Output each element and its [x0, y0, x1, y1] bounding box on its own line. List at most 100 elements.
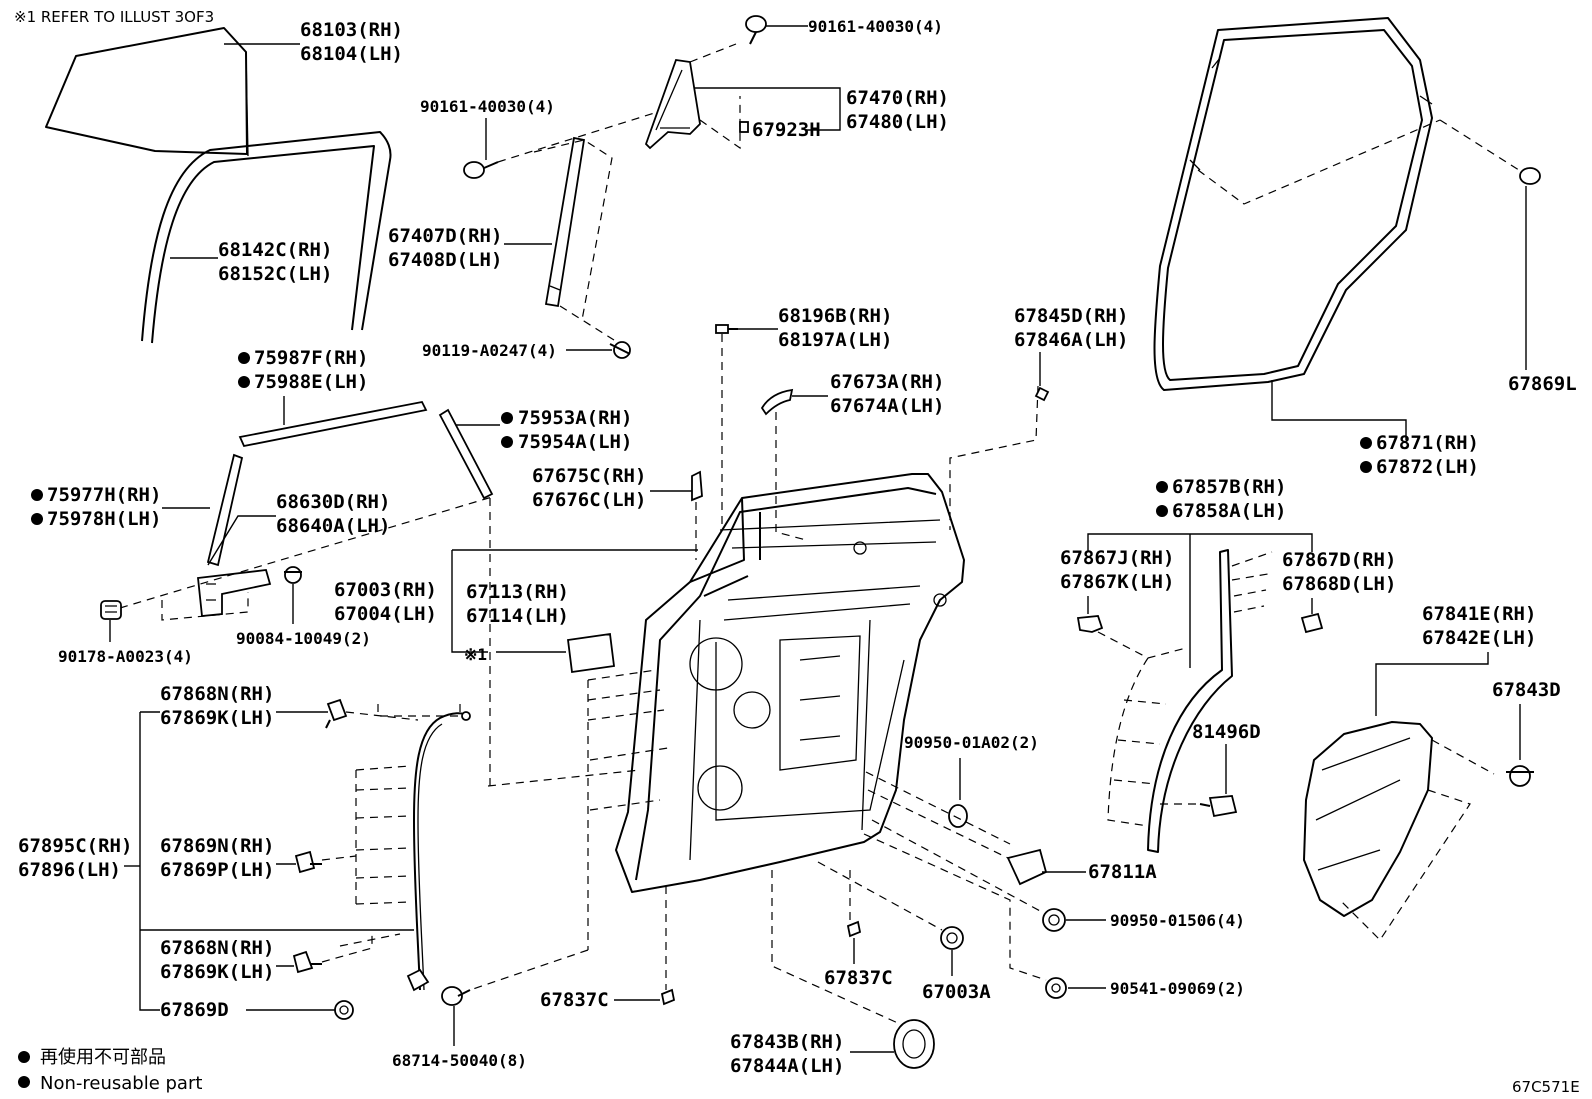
- clip-67869L: [1519, 167, 1541, 185]
- pillar-molding-rear: [438, 408, 494, 500]
- door-lock-cable: [406, 711, 471, 992]
- callout-67673A: 67673A(RH): [830, 371, 944, 393]
- glass-run-channel: [141, 131, 392, 344]
- clip-67868N-top: [325, 698, 348, 729]
- diagram-id: 67C571E: [1512, 1078, 1580, 1096]
- callout-67895C: 67895C(RH): [18, 835, 132, 857]
- callout-67896: 67896(LH): [18, 859, 121, 881]
- callout-90161-top: 90161-40030(4): [808, 17, 943, 36]
- callout-67843B: 67843B(RH): [730, 1031, 844, 1053]
- callout-67843D: 67843D: [1492, 679, 1561, 701]
- callout-67470: 67470(RH): [846, 87, 949, 109]
- callout-75988E: 75988E(LH): [254, 371, 368, 393]
- screw-68196B: [715, 324, 738, 334]
- callout-67872: 67872(LH): [1376, 456, 1479, 478]
- callout-67842E: 67842E(LH): [1422, 627, 1536, 649]
- callout-67837C-right: 67837C: [824, 967, 893, 989]
- callout-67676C: 67676C(LH): [532, 489, 646, 511]
- callout-90119: 90119-A0247(4): [422, 341, 557, 360]
- clip-67868N-bottom: [292, 950, 322, 974]
- callout-67867D: 67867D(RH): [1282, 549, 1396, 571]
- callout-67845D: 67845D(RH): [1014, 305, 1128, 327]
- callout-68714: 68714-50040(8): [392, 1051, 527, 1070]
- pad-67675C: [691, 470, 703, 502]
- callout-68640A: 68640A(LH): [276, 515, 390, 537]
- nut-90541: [1045, 977, 1067, 999]
- callout-67869K-top: 67869K(LH): [160, 707, 274, 729]
- ref-note-1: ※1: [464, 645, 487, 664]
- callout-67837C-left: 67837C: [540, 989, 609, 1011]
- callout-67113: 67113(RH): [466, 581, 569, 603]
- callout-67857B: 67857B(RH): [1172, 476, 1286, 498]
- pad-67673A: [760, 388, 794, 416]
- callout-90950-b: 90950-01506(4): [1110, 911, 1245, 930]
- callout-90541: 90541-09069(2): [1110, 979, 1245, 998]
- clip-67869N: [294, 850, 322, 874]
- door-weatherstrip: [1153, 17, 1433, 391]
- callout-90950-a: 90950-01A02(2): [904, 733, 1039, 752]
- non-reusable-dot-icon: [18, 1076, 30, 1088]
- callout-68152C: 68152C(LH): [218, 263, 332, 285]
- quarter-window-assembly: [644, 59, 701, 150]
- clip-67867D: [1300, 612, 1324, 634]
- callout-67480: 67480(LH): [846, 111, 949, 133]
- callout-67869P: 67869P(LH): [160, 859, 274, 881]
- belt-molding: [238, 400, 428, 448]
- callout-67869D: 67869D: [160, 999, 229, 1021]
- callout-67407D: 67407D(RH): [388, 225, 502, 247]
- callout-67004: 67004(LH): [334, 603, 437, 625]
- clip-90178: [100, 600, 122, 620]
- callout-75987F: 75987F(RH): [254, 347, 368, 369]
- legend-japanese: 再使用不可部品: [40, 1047, 166, 1068]
- sealing-tape-67113: [566, 632, 616, 674]
- pillar-molding-front: [206, 453, 244, 567]
- callout-68197A: 68197A(LH): [778, 329, 892, 351]
- callout-67869L: 67869L: [1508, 373, 1577, 395]
- bolt-90084: [284, 566, 302, 584]
- callout-67846A: 67846A(LH): [1014, 329, 1128, 351]
- nut-90950-b: [1042, 908, 1066, 932]
- plug-90950-a: [948, 804, 968, 828]
- callout-67871: 67871(RH): [1376, 432, 1479, 454]
- clip-67837C-right: [846, 920, 862, 938]
- callout-67674A: 67674A(LH): [830, 395, 944, 417]
- tape-67811A: [1006, 848, 1048, 886]
- rear-door-panel: [615, 473, 965, 893]
- callout-68104: 68104(LH): [300, 43, 403, 65]
- callout-67003A: 67003A: [922, 981, 991, 1003]
- door-glass: [45, 27, 249, 157]
- clip-67923H: [739, 121, 749, 133]
- callout-67869K-bottom: 67869K(LH): [160, 961, 274, 983]
- bolt-90119: [609, 341, 631, 359]
- callout-68630D: 68630D(RH): [276, 491, 390, 513]
- callout-67841E: 67841E(RH): [1422, 603, 1536, 625]
- screw-90161-left: [463, 161, 499, 179]
- clip-81496D: [1199, 795, 1238, 818]
- service-hole-cover: [1303, 721, 1433, 917]
- clip-67869D: [334, 1000, 354, 1020]
- legend-english: Non-reusable part: [40, 1073, 202, 1094]
- clip-67867J: [1076, 615, 1104, 633]
- callout-75954A: 75954A(LH): [518, 431, 632, 453]
- callout-75977H: 75977H(RH): [47, 484, 161, 506]
- callout-68142C: 68142C(RH): [218, 239, 332, 261]
- callout-67675C: 67675C(RH): [532, 465, 646, 487]
- callout-67003: 67003(RH): [334, 579, 437, 601]
- clip-67845D: [1034, 386, 1050, 402]
- hole-plug-67843B: [893, 1019, 935, 1069]
- callout-67869N: 67869N(RH): [160, 835, 274, 857]
- callout-67923H: 67923H: [752, 119, 821, 141]
- screw-90161-top: [745, 15, 767, 45]
- callout-81496D: 81496D: [1192, 721, 1261, 743]
- callout-67868N-bottom: 67868N(RH): [160, 937, 274, 959]
- callout-67868N-top: 67868N(RH): [160, 683, 274, 705]
- callout-67867K: 67867K(LH): [1060, 571, 1174, 593]
- callout-75978H: 75978H(LH): [47, 508, 161, 530]
- header-note: ※1 REFER TO ILLUST 3OF3: [14, 8, 214, 26]
- callout-90084: 90084-10049(2): [236, 629, 371, 648]
- callout-90178: 90178-A0023(4): [58, 647, 193, 666]
- inner-weatherstrip: [1147, 549, 1233, 853]
- division-bar: [544, 136, 586, 308]
- callout-67811A: 67811A: [1088, 861, 1157, 883]
